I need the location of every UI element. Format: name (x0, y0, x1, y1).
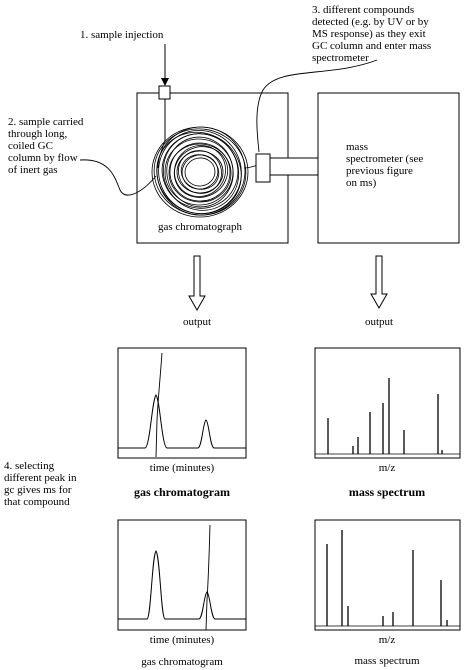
mass-spectrum-top: m/z mass spectrum (314, 347, 461, 499)
ms-output-arrow (370, 255, 388, 310)
ms-bottom-xlabel: m/z (379, 634, 396, 646)
injection-port (158, 85, 171, 100)
callout-detection-line-3: MS response) as they exit (312, 28, 426, 40)
gc-top-trace (118, 394, 246, 449)
transfer-line (269, 157, 319, 176)
callout-carrier-gas-line-3: coiled GC (8, 140, 53, 152)
coiled-gc-column (151, 126, 259, 218)
mass-spectrometer-label: mass spectrometer (see previous figure o… (346, 141, 423, 189)
ms-top-frame (314, 347, 461, 459)
callout-sample-injection: 1. sample injection (80, 29, 164, 41)
carrier-gas-leader-line (79, 159, 157, 196)
gas-chromatogram-bottom: time (minutes) gas chromatogram (117, 519, 247, 668)
ms-bottom-frame (314, 519, 461, 631)
mass-spectrometer-label-line-3: previous figure (346, 165, 413, 177)
callout-detection-line-5: spectrometer (312, 52, 369, 64)
mass-spectrometer-box (317, 92, 460, 244)
gc-output-arrow (188, 255, 206, 312)
callout-selecting-peak-line-4: that compound (4, 496, 70, 508)
callout-carrier-gas-line-2: through long, (8, 128, 68, 140)
ms-bottom-peaks (326, 530, 448, 626)
callout-detection-line-4: GC column and enter mass (312, 40, 431, 52)
ms-top-xlabel: m/z (379, 462, 396, 474)
callout-carrier-gas: 2. sample carried through long, coiled G… (8, 116, 84, 176)
gas-chromatogram-top: time (minutes) gas chromatogram (117, 347, 247, 499)
callout-detection: 3. different compounds detected (e.g. by… (312, 4, 431, 64)
ms-output-label: output (365, 316, 393, 328)
gas-chromatograph-label: gas chromatograph (158, 221, 242, 233)
gc-top-frame (117, 347, 247, 459)
callout-detection-line-1: 3. different compounds (312, 4, 414, 16)
detector-block (255, 153, 271, 183)
gc-bottom-caption: gas chromatogram (141, 656, 223, 668)
gc-top-xlabel: time (minutes) (150, 462, 215, 474)
gc-output-label: output (183, 316, 211, 328)
ms-top-caption: mass spectrum (349, 485, 425, 499)
callout-selecting-peak-line-3: gc gives ms for (4, 484, 72, 496)
ms-bottom-caption: mass spectrum (354, 655, 420, 667)
callout-carrier-gas-line-1: 2. sample carried (8, 116, 84, 128)
callout-carrier-gas-line-4: column by flow (8, 152, 78, 164)
injection-arrowhead (161, 78, 169, 86)
detector-leader-line (256, 59, 378, 153)
mass-spectrometer-label-line-2: spectrometer (see (346, 153, 423, 165)
ms-top-peaks (327, 378, 443, 454)
gc-bottom-trace (118, 550, 246, 620)
gc-top-caption: gas chromatogram (134, 485, 230, 499)
mass-spectrometer-label-line-1: mass (346, 141, 368, 153)
callout-selecting-peak-line-1: 4. selecting (4, 460, 55, 472)
gc-bottom-xlabel: time (minutes) (150, 634, 215, 646)
gc-bottom-frame (117, 519, 247, 631)
callout-detection-line-2: detected (e.g. by UV or by (312, 16, 429, 28)
gc-bottom-selection-line (205, 524, 211, 631)
mass-spectrometer-label-line-4: on ms) (346, 177, 377, 189)
callout-selecting-peak: 4. selecting different peak in gc gives … (4, 460, 77, 508)
gc-top-selection-line (155, 352, 163, 458)
callout-carrier-gas-line-5: of inert gas (8, 164, 57, 176)
mass-spectrum-bottom: m/z mass spectrum (314, 519, 461, 667)
callout-selecting-peak-line-2: different peak in (4, 472, 77, 484)
